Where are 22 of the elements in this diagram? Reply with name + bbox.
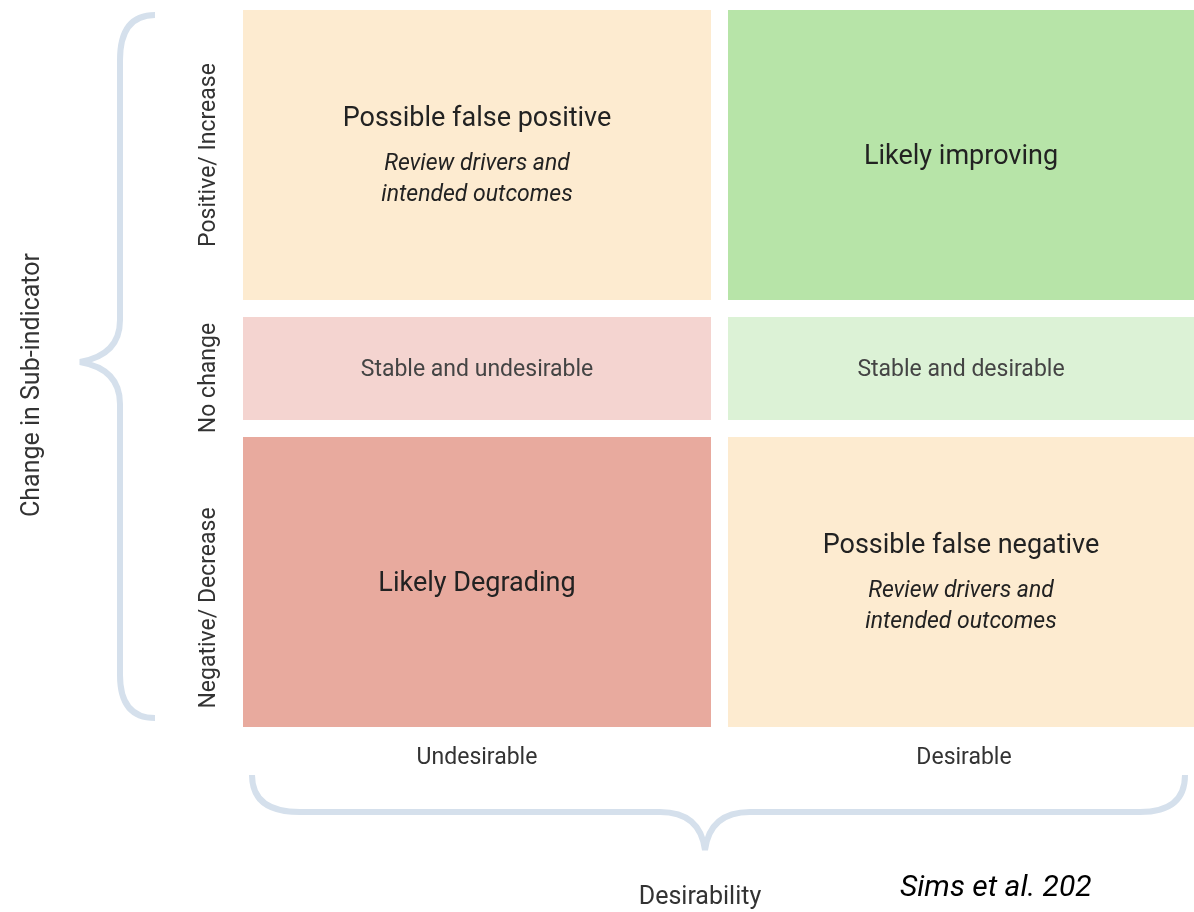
row-label: Negative/ Decrease — [193, 507, 221, 709]
column-label: Undesirable — [416, 742, 538, 770]
cell-heading: Likely Degrading — [378, 566, 576, 598]
citation: Sims et al. 202 — [900, 868, 1092, 903]
row-label: Positive/ Increase — [193, 63, 221, 247]
column-label: Desirable — [916, 742, 1012, 770]
cell-heading: Possible false negative — [822, 528, 1100, 560]
matrix-cell — [243, 437, 711, 727]
axis-title: Change in Sub-indicator — [15, 253, 45, 517]
cell-note: Review drivers and intended outcomes — [380, 148, 574, 209]
matrix-cell — [243, 317, 711, 420]
matrix-cell — [243, 10, 711, 300]
matrix-cell — [728, 10, 1194, 300]
matrix-cell — [728, 317, 1194, 420]
cell-heading: Stable and undesirable — [360, 355, 594, 382]
matrix-cell — [728, 437, 1194, 727]
cell-heading: Likely improving — [863, 139, 1059, 171]
cell-heading: Stable and desirable — [857, 355, 1065, 382]
row-label: No change — [193, 322, 221, 434]
cell-note: Review drivers and intended outcomes — [864, 575, 1058, 636]
axis-title: Desirability — [638, 880, 762, 910]
cell-heading: Possible false positive — [342, 101, 612, 133]
